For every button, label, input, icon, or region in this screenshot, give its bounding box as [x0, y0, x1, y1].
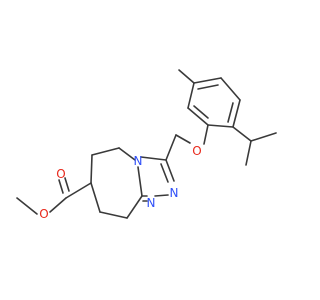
atom-label-layer: O O O N N N	[39, 144, 201, 221]
atom-label-ring-n-upper: N	[170, 186, 179, 200]
bond-ring-c7-c8	[90, 182, 101, 213]
bond-ring-c7-c6	[90, 154, 93, 184]
bond-triazole-n4-c9a	[137, 166, 143, 197]
bond-carbonyl-double-a	[58, 179, 64, 194]
bond-isopropyl-me1	[245, 140, 252, 166]
bond-benzene-2-3	[232, 99, 241, 128]
bond-ring-c9-c9a	[126, 195, 143, 219]
bond-ester-o-carbonyl	[49, 197, 67, 213]
bond-carbonyl-ring	[65, 182, 92, 199]
bond-benzene-5-6	[187, 82, 195, 109]
bond-benzene-1-2	[207, 124, 234, 128]
bond-aryl-methyl	[178, 69, 195, 84]
bond-c3-ch2	[165, 134, 177, 161]
bond-ring-c5-n4	[118, 147, 136, 161]
bond-carbonyl-double-b	[64, 177, 70, 192]
bond-triazole-n1-n2	[154, 194, 169, 197]
bond-triazole-c3-n2	[165, 159, 175, 182]
bond-benzene-4-5-inner	[197, 84, 219, 90]
bond-benzene-6-1	[187, 107, 209, 126]
bond-benzene-3-4	[220, 77, 241, 101]
bond-benzene-2-3-inner	[227, 102, 234, 123]
bond-layer	[16, 69, 277, 219]
bond-benzene-6-1-inner	[193, 105, 209, 119]
bond-ring-c6-c5	[91, 147, 120, 156]
bond-ring-c8-c9	[99, 211, 128, 219]
atom-label-ring-n-lower: N	[147, 196, 156, 210]
bond-benzene-4-5	[193, 77, 222, 84]
bond-triazole-c3-n2-double	[160, 163, 169, 183]
atom-label-ester-ether-oxygen: O	[39, 207, 48, 221]
bond-triazole-n4-c3	[140, 156, 167, 161]
atom-label-ring-n-bridge: N	[134, 154, 143, 168]
bond-ch2-o	[175, 134, 191, 144]
atom-label-aryl-ether-oxygen: O	[192, 144, 201, 158]
bond-isopropyl-me2	[250, 132, 277, 142]
bond-aryl-isopropyl	[232, 126, 252, 142]
structure-canvas: O O O N N N	[16, 69, 277, 221]
bond-methoxy	[16, 197, 38, 215]
bond-o-aryl	[203, 124, 209, 145]
chemical-structure: O O O N N N	[16, 69, 277, 221]
atom-label-ester-carbonyl-oxygen: O	[56, 167, 65, 181]
